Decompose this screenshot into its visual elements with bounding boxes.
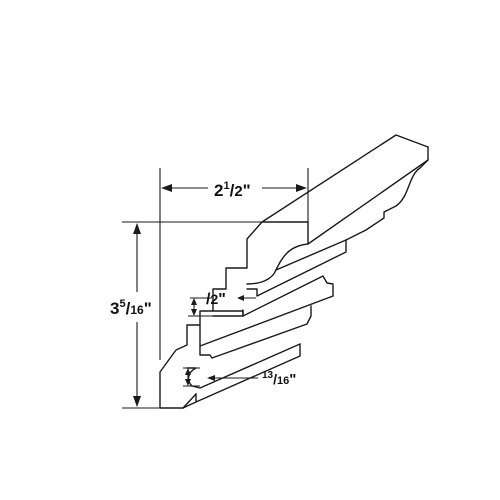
molding-profile-outline bbox=[159, 221, 309, 409]
lip-arrow-top bbox=[185, 368, 191, 375]
step-label: /2" bbox=[206, 291, 226, 308]
lip-label: 13/16" bbox=[262, 370, 296, 388]
height-arrow-top bbox=[133, 223, 141, 234]
molding-upper-cove-run bbox=[275, 239, 347, 271]
height-arrow-bottom bbox=[133, 396, 141, 407]
step-arrow-bottom bbox=[191, 309, 197, 316]
step-arrow-top bbox=[191, 298, 197, 305]
lip-arrow-bottom bbox=[185, 379, 191, 386]
molding-middle-step-face bbox=[212, 310, 244, 317]
width-arrow-left bbox=[161, 184, 172, 192]
height-label: 35/16" bbox=[110, 298, 152, 318]
molding-far-cove bbox=[345, 159, 429, 241]
molding-upper-cove bbox=[246, 243, 309, 285]
molding-middle-bead bbox=[246, 239, 347, 297]
molding-back-edge bbox=[307, 146, 429, 245]
molding-bottom-edge bbox=[182, 343, 301, 409]
lip-leader-arrow bbox=[207, 375, 215, 381]
molding-lower-run-2 bbox=[199, 305, 312, 359]
width-label: 21/2" bbox=[214, 180, 251, 200]
molding-top-edge bbox=[261, 134, 429, 223]
width-arrow-right bbox=[296, 184, 307, 192]
step-leader-arrow bbox=[237, 295, 244, 301]
